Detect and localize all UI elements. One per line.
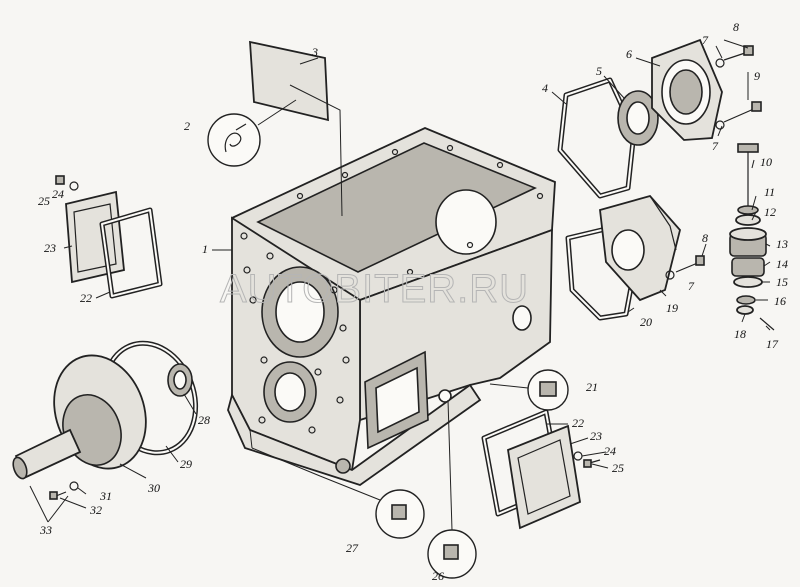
lower-cover-23 (507, 424, 581, 530)
callout-11: 11 (764, 185, 775, 199)
callout-22-left: 22 (80, 291, 92, 305)
callout-7c: 7 (688, 279, 695, 293)
callout-4: 4 (542, 81, 548, 95)
callout-16: 16 (774, 294, 786, 308)
callout-9: 9 (754, 69, 760, 83)
support-bracket-19 (599, 194, 681, 302)
callout-33: 33 (39, 523, 52, 537)
callout-25-lower: 25 (612, 461, 624, 475)
callout-14: 14 (776, 257, 788, 271)
callout-25-left: 25 (38, 194, 50, 208)
left-bolts-24-25 (55, 175, 79, 191)
callout-3: 3 (311, 45, 318, 59)
detail-circle-27 (249, 429, 425, 539)
leader-lines (29, 39, 771, 523)
callout-32: 32 (89, 503, 102, 517)
callout-27: 27 (346, 541, 359, 555)
callout-31: 31 (99, 489, 112, 503)
left-gasket-22 (99, 207, 163, 299)
callout-13: 13 (776, 237, 788, 251)
callout-29: 29 (180, 457, 192, 471)
callout-7b: 7 (712, 139, 719, 153)
callout-10: 10 (760, 155, 772, 169)
callout-21: 21 (586, 380, 598, 394)
callout-8a: 8 (733, 20, 739, 34)
watermark-text: AUTOBITER.RU (220, 267, 529, 311)
bolt-8-nut-7 (665, 255, 705, 280)
callout-24-left: 24 (52, 187, 64, 201)
callout-19: 19 (666, 301, 678, 315)
callout-15: 15 (776, 275, 788, 289)
plug-21 (489, 369, 569, 411)
bolts-31-32 (49, 481, 79, 500)
callout-26: 26 (432, 569, 444, 583)
gearbox-housing (227, 127, 556, 486)
callout-22-lower: 22 (572, 416, 584, 430)
callout-17: 17 (766, 337, 779, 351)
callout-8b: 8 (702, 231, 708, 245)
callout-30: 30 (147, 481, 160, 495)
left-cover-23 (65, 190, 125, 284)
callout-20: 20 (640, 315, 652, 329)
detail-circle-2 (207, 99, 297, 167)
bell-housing-30 (12, 354, 147, 480)
callout-7a: 7 (702, 33, 709, 47)
callout-23-left: 23 (44, 241, 56, 255)
bearing-28 (167, 363, 193, 397)
callout-12: 12 (764, 205, 776, 219)
callout-1: 1 (202, 242, 208, 256)
oil-seal-5 (617, 90, 659, 146)
callout-28: 28 (198, 413, 210, 427)
callout-2: 2 (184, 119, 190, 133)
callout-24-lower: 24 (604, 444, 616, 458)
detail-circle-26 (427, 399, 477, 579)
mount-stack (729, 143, 775, 331)
rear-cover-6 (651, 38, 723, 141)
callout-numbers: 1 2 3 4 5 6 7 8 9 7 10 11 12 13 14 15 16… (38, 20, 788, 583)
callout-6: 6 (626, 47, 632, 61)
bolts-7-8-9 (715, 45, 762, 130)
callout-23-lower: 23 (590, 429, 602, 443)
callout-18: 18 (734, 327, 746, 341)
callout-5: 5 (596, 64, 602, 78)
rear-gasket-4 (557, 77, 637, 199)
